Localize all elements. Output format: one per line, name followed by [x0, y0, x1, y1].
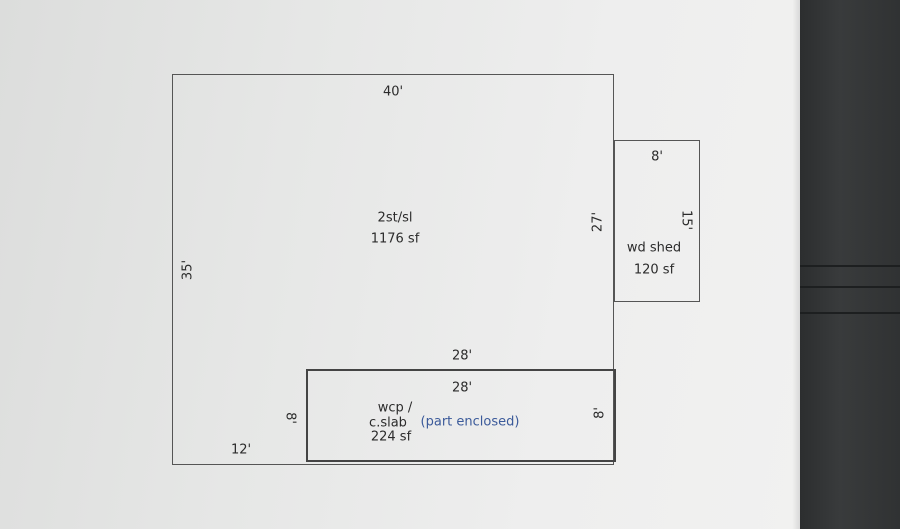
house-outline — [172, 74, 614, 465]
bezel-line — [800, 312, 900, 314]
porch-left-dimension: 8' — [282, 412, 298, 424]
porch-top-dimension: 28' — [451, 380, 473, 396]
screen-bezel — [800, 0, 900, 529]
shed-outline — [614, 140, 700, 302]
house-right-dimension: 27' — [590, 211, 606, 233]
porch-right-dimension: 8' — [592, 407, 608, 419]
porch-note: (part enclosed) — [420, 414, 520, 430]
porch-label-material: c.slab — [369, 415, 407, 431]
shed-label: wd shed — [626, 240, 682, 256]
sketch-page — [0, 0, 800, 529]
house-area: 1176 sf — [370, 231, 420, 247]
house-notch-dimension: 12' — [230, 442, 252, 458]
house-bottom-dimension: 28' — [451, 348, 473, 364]
porch-area: 224 sf — [370, 429, 412, 445]
house-label: 2st/sl — [377, 210, 413, 226]
porch-outline — [306, 369, 616, 462]
shed-area: 120 sf — [633, 262, 675, 278]
shed-side-dimension: 15' — [678, 209, 694, 231]
shed-top-dimension: 8' — [651, 149, 663, 165]
porch-label: wcp / — [377, 400, 413, 416]
bezel-line — [800, 286, 900, 288]
page-edge — [792, 0, 800, 529]
house-left-dimension: 35' — [180, 259, 196, 281]
house-top-dimension: 40' — [382, 84, 404, 100]
bezel-line — [800, 265, 900, 267]
